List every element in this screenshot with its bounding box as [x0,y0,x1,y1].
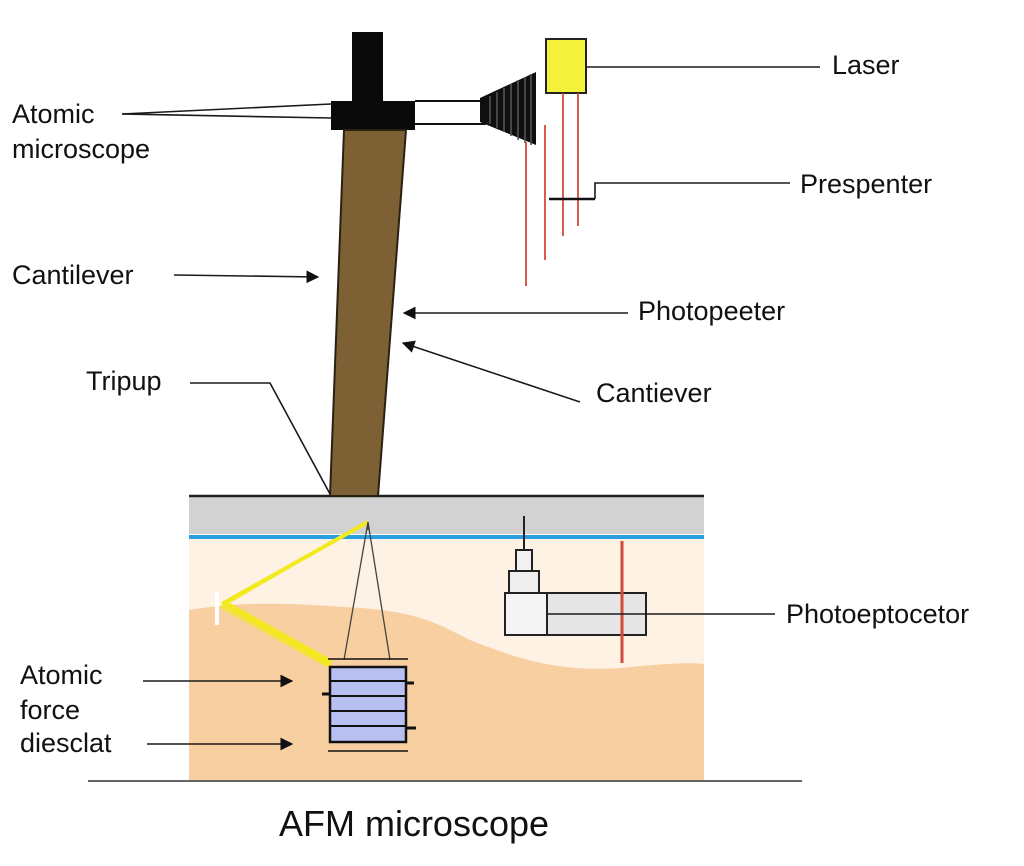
laser-source [525,38,595,286]
yellow-beam-edge-1 [221,520,369,606]
label-atomic-microscope-line2: microscope [12,134,150,164]
leader-cantiever [401,340,581,403]
leader-cantilever [173,270,320,284]
label-photopeeter: Photopeeter [638,296,785,326]
laser-box [545,38,587,94]
leader-tripup [190,382,331,495]
photodetector-assembly [504,516,647,663]
focusing-cone-icon [480,72,536,145]
label-atomic-force-line3: diesclat [20,728,112,758]
label-cantiever: Cantiever [596,378,712,408]
laser-arm [415,72,536,145]
sample-layer [189,603,704,780]
sample-stage [88,494,802,782]
leader-atomic-microscope [121,103,332,115]
label-laser: Laser [832,50,900,80]
leader-atomic-microscope-2 [121,113,332,119]
label-prespenter: Prespenter [800,169,932,199]
column-head-block [331,101,415,130]
cantilever-column [328,129,408,497]
leader-prespenter [594,182,790,199]
detector-cap [515,549,533,573]
probe-line-left [343,521,369,661]
label-cantilever: Cantilever [12,260,134,290]
force-detector-grid [322,658,416,752]
leader-lines [121,66,820,751]
top-plate [189,496,704,534]
label-tripup: Tripup [86,366,162,396]
diagram-title: AFM microscope [279,803,549,844]
label-atomic-force-line1: Atomic [20,660,103,690]
yellow-beam-edge-2 [219,600,333,668]
label-photoeptocetor: Photoeptocetor [786,599,969,629]
label-atomic-force-line2: force [20,695,80,725]
grid-block [328,665,408,744]
beam-path [215,520,391,668]
column-top-post [352,32,383,104]
label-atomic-microscope-line1: Atomic [12,99,95,129]
microscope-column [328,32,415,497]
detector-housing [504,592,548,636]
labels: Atomic microscope Laser Prespenter Canti… [12,50,969,844]
probe-line-right [367,521,391,661]
detector-collar [508,570,540,594]
